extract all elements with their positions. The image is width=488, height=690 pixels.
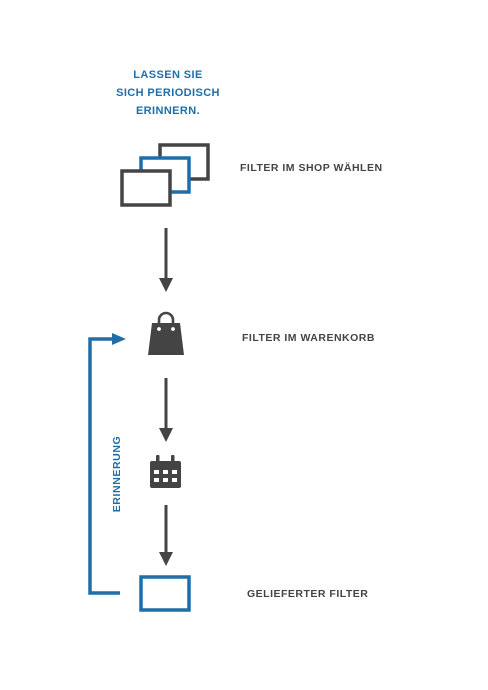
reminder-label: ERINNERUNG — [111, 435, 123, 513]
shopping-bag-icon — [148, 311, 184, 355]
intro-line-1: LASSEN SIE — [133, 69, 203, 81]
stacked-frames-icon — [120, 143, 210, 207]
step-label-select-filter: FILTER IM SHOP WÄHLEN — [240, 162, 383, 174]
intro-line-3: ERINNERN. — [135, 105, 201, 117]
calendar-icon — [150, 455, 181, 488]
arrow-down-3 — [159, 505, 173, 566]
arrow-down-2 — [159, 378, 173, 442]
step-label-delivered: GELIEFERTER FILTER — [247, 588, 369, 600]
intro-text: LASSEN SIE SICH PERIODISCH ERINNERN. — [98, 66, 238, 120]
arrow-down-1 — [159, 228, 173, 292]
intro-line-2: SICH PERIODISCH — [116, 87, 220, 99]
step-label-cart: FILTER IM WARENKORB — [242, 332, 375, 344]
filter-frame-icon — [139, 575, 191, 612]
reminder-loop-arrow — [88, 333, 126, 595]
